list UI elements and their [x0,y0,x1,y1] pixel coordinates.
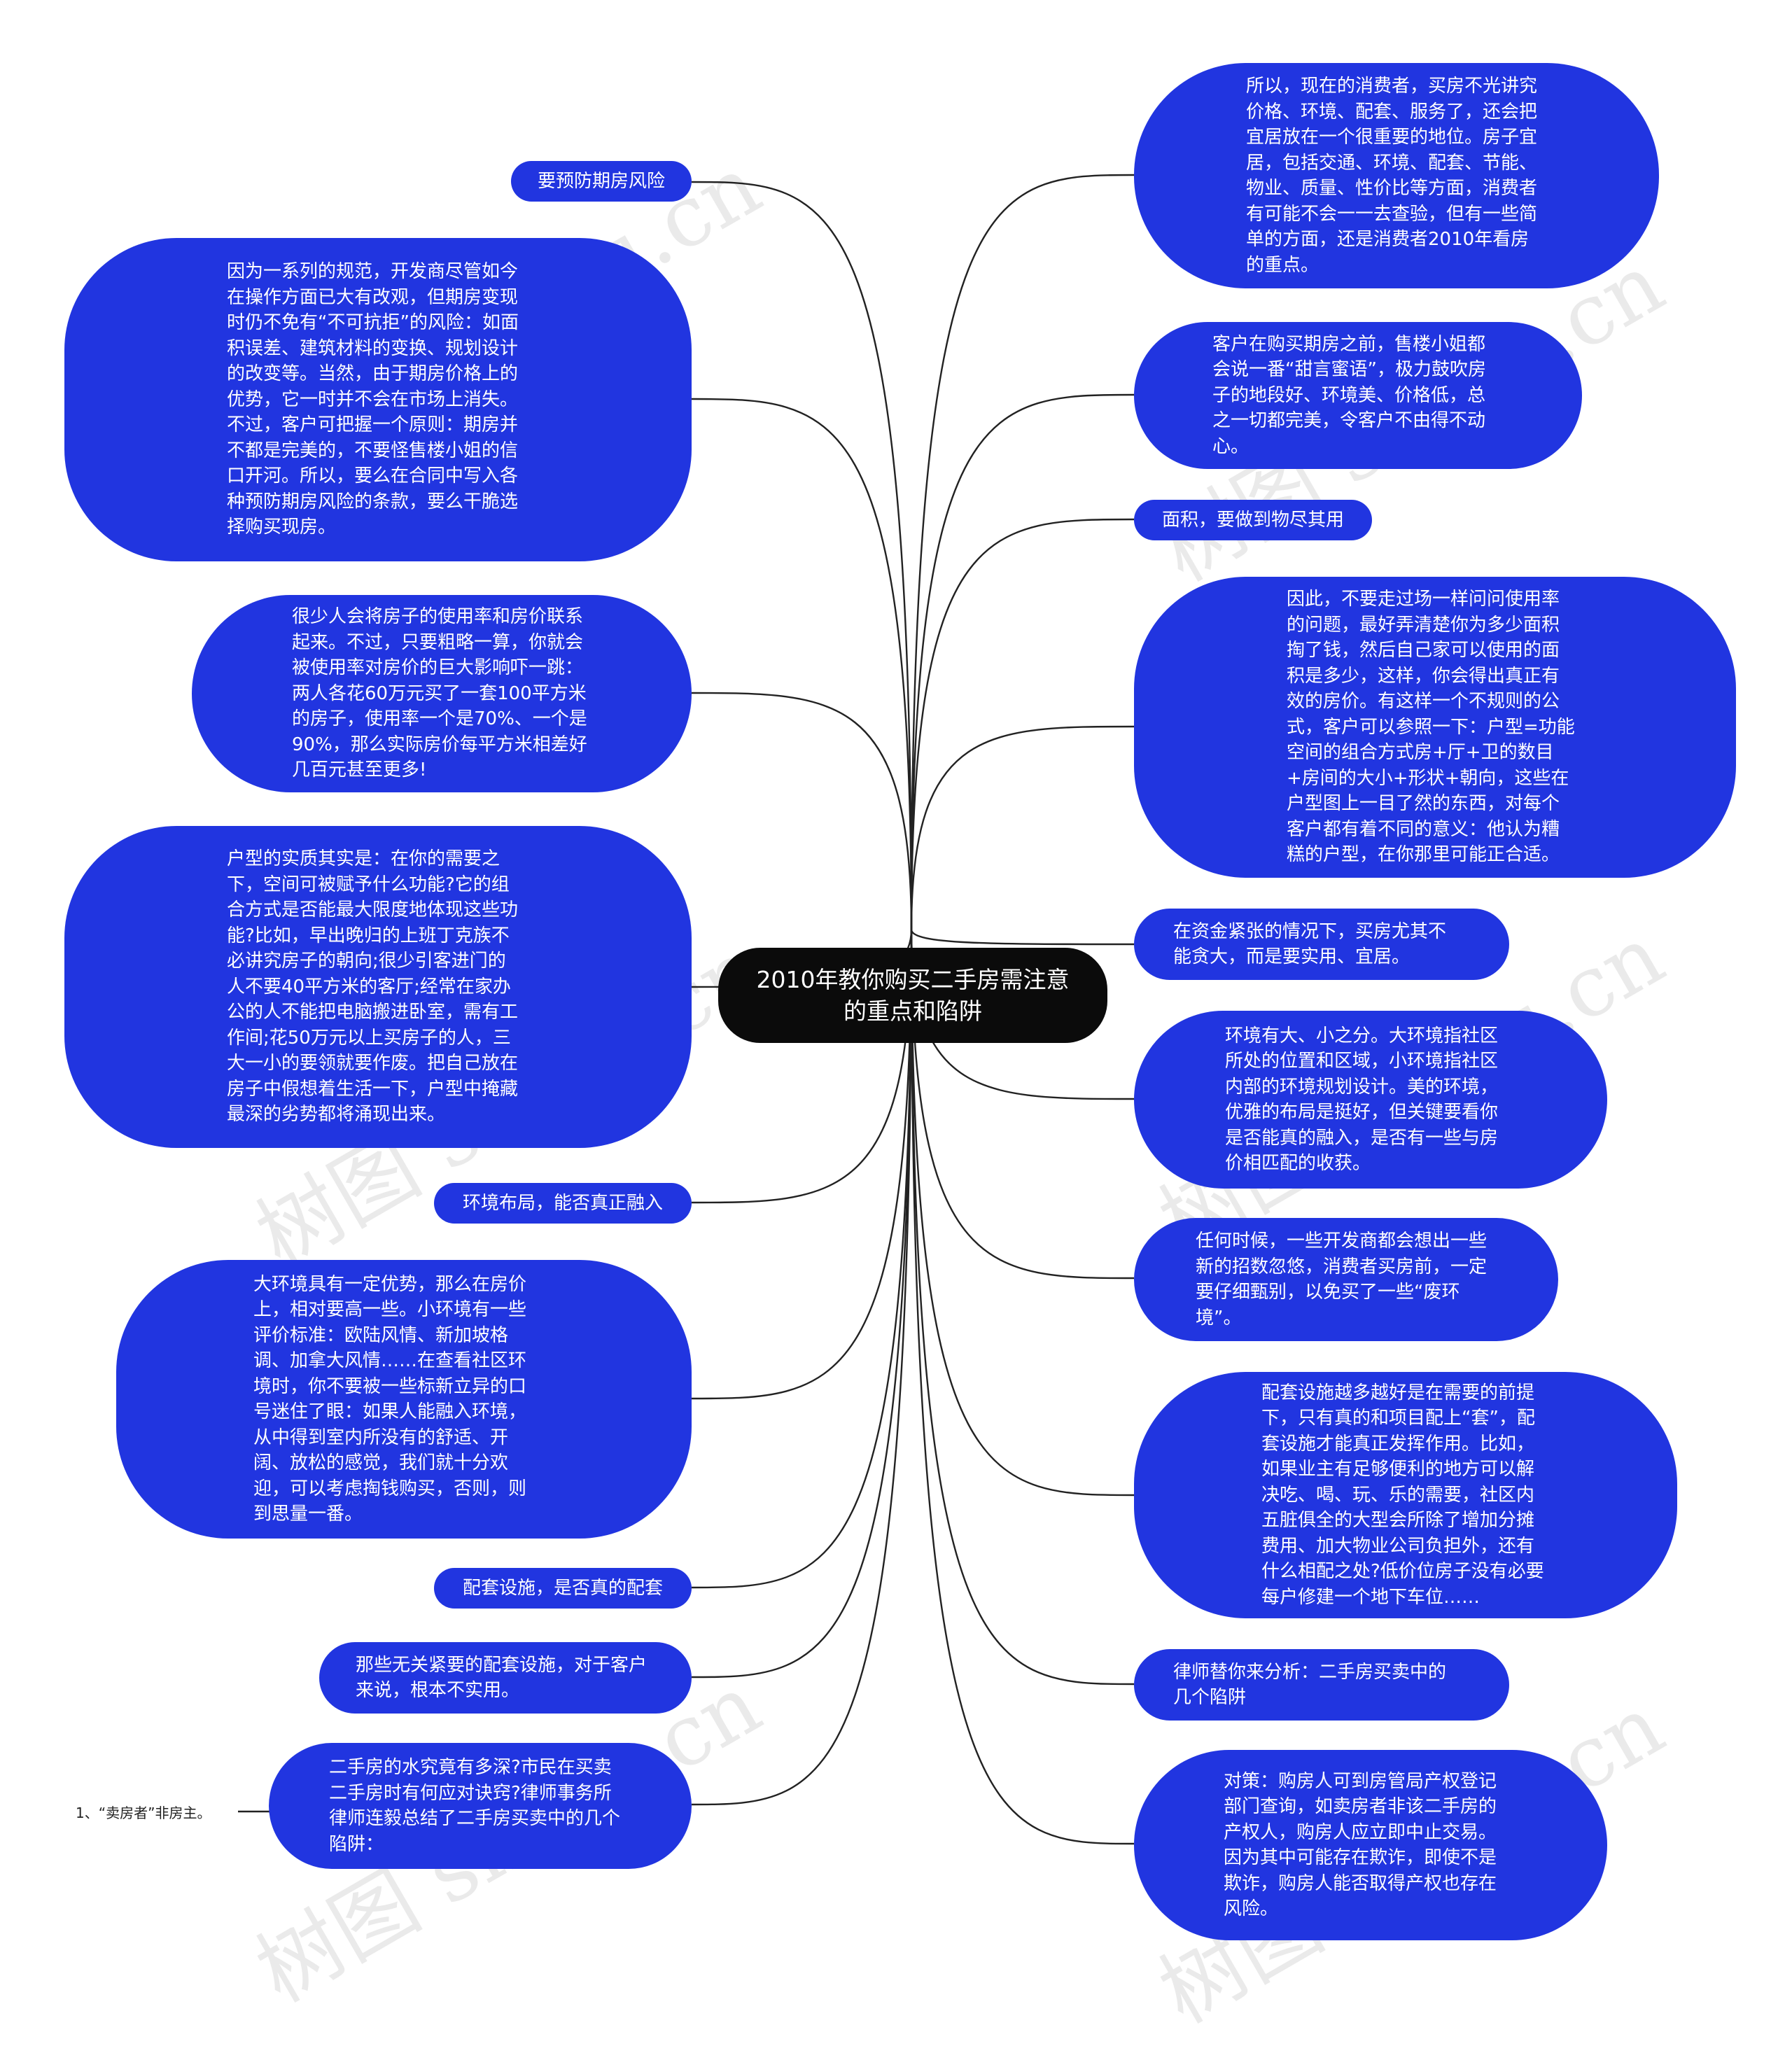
root-topic[interactable]: 2010年教你购买二手房需注意的重点和陷阱 [718,948,1107,1043]
connector-line [691,692,913,930]
mindmap-node[interactable]: 要预防期房风险 [511,161,692,202]
sub-topic-label[interactable]: 1、“卖房者”非房主。 [76,1805,211,1821]
connector-line [910,725,1135,930]
connector-line [910,393,1135,930]
mindmap-node[interactable]: 对策：购房人可到房管局产权登记部门查询，如卖房者非该二手房的产权人，购房人应立即… [1134,1750,1607,1940]
connector-line [910,929,1135,946]
mindmap-node[interactable]: 所以，现在的消费者，买房不光讲究价格、环境、配套、服务了，还会把宜居放在一个很重… [1134,63,1659,288]
connector-line [691,181,913,930]
connector-line [910,929,1135,1497]
connector-line [910,929,1135,1845]
connector-line [910,929,1135,1686]
connector-line [691,929,913,1589]
connector-line [691,929,913,1806]
mindmap-node[interactable]: 客户在购买期房之前，售楼小姐都会说一番“甜言蜜语”，极力鼓吹房子的地段好、环境美… [1134,322,1582,469]
mindmap-node[interactable]: 环境有大、小之分。大环境指社区所处的位置和区域，小环境指社区内部的环境规划设计。… [1134,1011,1607,1189]
mindmap-node[interactable]: 任何时候，一些开发商都会想出一些新的招数忽悠，消费者买房前，一定要仔细甄别，以免… [1134,1218,1558,1341]
connector-line [910,174,1135,930]
mindmap-node[interactable]: 律师替你来分析：二手房买卖中的几个陷阱 [1134,1649,1509,1721]
mindmap-node[interactable]: 配套设施，是否真的配套 [434,1568,692,1609]
mindmap-node[interactable]: 因此，不要走过场一样问问使用率的问题，最好弄清楚你为多少面积掏了钱，然后自己家可… [1134,577,1736,878]
mindmap-node[interactable]: 很少人会将房子的使用率和房价联系起来。不过，只要粗略一算，你就会被使用率对房价的… [192,595,692,792]
connector-line [691,398,913,930]
mindmap-node[interactable]: 配套设施越多越好是在需要的前提下，只有真的和项目配上“套”，配套设施才能真正发挥… [1134,1372,1677,1618]
connector-lines [238,174,1135,1845]
mindmap-node[interactable]: 在资金紧张的情况下，买房尤其不能贪大，而是要实用、宜居。 [1134,909,1509,980]
mindmap-node[interactable]: 面积，要做到物尽其用 [1134,500,1372,540]
connector-line [910,518,1135,930]
mindmap-node[interactable]: 那些无关紧要的配套设施，对于客户来说，根本不实用。 [319,1642,692,1714]
mindmap-node[interactable]: 因为一系列的规范，开发商尽管如今在操作方面已大有改观，但期房变现时仍不免有“不可… [64,238,692,561]
mindmap-node[interactable]: 环境布局，能否真正融入 [434,1183,692,1224]
connector-line [691,929,913,1400]
mindmap-node[interactable]: 大环境具有一定优势，那么在房价上，相对要高一些。小环境有一些评价标准：欧陆风情、… [116,1260,692,1539]
mindmap-node[interactable]: 户型的实质其实是：在你的需要之下，空间可被赋予什么功能?它的组合方式是否能最大限… [64,826,692,1148]
connector-line [910,929,1135,1280]
connector-line [691,929,913,1679]
mindmap-node[interactable]: 二手房的水究竟有多深?市民在买卖二手房时有何应对诀窍?律师事务所律师连毅总结了二… [269,1743,692,1869]
